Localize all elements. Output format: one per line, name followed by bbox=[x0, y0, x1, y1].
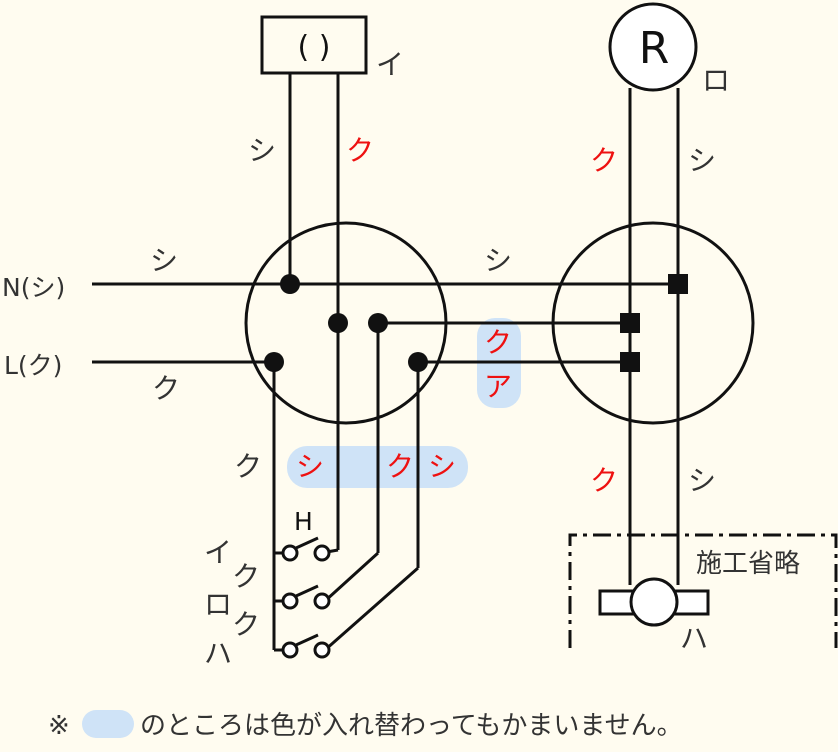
switch-feed-c3-label: シ bbox=[428, 450, 456, 483]
terminal-square bbox=[620, 352, 640, 372]
terminal-square bbox=[620, 313, 640, 333]
connection-dots bbox=[264, 274, 428, 372]
connection-dot bbox=[368, 313, 388, 333]
neutral-wire-label: シ bbox=[150, 244, 178, 277]
lower-wire-left-label: ク bbox=[590, 464, 618, 497]
switch-row3-label: ハ bbox=[204, 637, 232, 670]
switch-row2-wire-label: ク bbox=[232, 560, 260, 593]
line-wire-label: ク bbox=[152, 372, 180, 405]
switch-contact bbox=[281, 544, 299, 562]
fixture-box-label: ( ) bbox=[298, 30, 331, 65]
fixture-box bbox=[260, 15, 368, 75]
lamp-wire-right-label: シ bbox=[688, 144, 716, 177]
connection-dot bbox=[264, 352, 284, 372]
fixture-wire-left-label: シ bbox=[248, 134, 276, 167]
connection-dot bbox=[408, 352, 428, 372]
lamp-r-name-label: ロ bbox=[702, 64, 730, 97]
fixture-ha-circle bbox=[629, 577, 679, 627]
link-upper-wire-label: シ bbox=[484, 244, 512, 277]
omitted-boundary bbox=[568, 533, 838, 648]
switch-row3-wire-label: ク bbox=[232, 608, 260, 641]
switch-contact bbox=[313, 641, 331, 659]
neutral-source-label: N(シ) bbox=[2, 273, 65, 302]
switch-row2-label: ロ bbox=[204, 588, 232, 621]
switch-contact bbox=[313, 592, 331, 610]
lamp-wire-left-label: ク bbox=[590, 144, 618, 177]
switch-contact bbox=[313, 544, 331, 562]
switch-blade-1 bbox=[295, 536, 319, 550]
terminal-square bbox=[668, 274, 688, 294]
connection-dot bbox=[280, 274, 300, 294]
switch-feed-c2-label: ク bbox=[386, 450, 414, 483]
lamp-r-circle bbox=[608, 2, 698, 92]
switch-contact bbox=[281, 641, 299, 659]
fixture-name-label: イ bbox=[376, 48, 404, 81]
switch-blade-3 bbox=[295, 633, 319, 647]
note-prefix: ※ bbox=[48, 711, 70, 741]
switch-feed-c1-label: シ bbox=[296, 450, 324, 483]
switch-row1-label: イ bbox=[204, 536, 232, 569]
switch-contacts bbox=[281, 544, 331, 659]
highlight-note-sample bbox=[82, 710, 134, 738]
wires bbox=[92, 73, 680, 652]
omitted-label: 施工省略 bbox=[696, 549, 800, 579]
note-text: のところは色が入れ替わってもかまいません。 bbox=[140, 711, 683, 741]
terminal-squares bbox=[620, 274, 688, 372]
connection-dot bbox=[328, 313, 348, 333]
lower-wire-right-label: シ bbox=[688, 464, 716, 497]
fixture-ha-name-label: ハ bbox=[680, 622, 708, 655]
switch-blade-2 bbox=[295, 584, 319, 598]
line-source-label: L(ク) bbox=[4, 351, 62, 380]
labels: ( ) イ シ ク R ロ ク シ N(シ) L(ク) シ ク シ ク ア ク … bbox=[2, 23, 800, 741]
wire-switch-diag-3 bbox=[324, 566, 419, 652]
switch-feed-left-label: ク bbox=[234, 450, 262, 483]
link-mid-wire-label: ク bbox=[484, 326, 512, 359]
lamp-r-symbol: R bbox=[639, 23, 670, 74]
link-lower-wire-label: ア bbox=[484, 370, 512, 403]
switch-symbol-label: H bbox=[294, 507, 313, 536]
switch-contact bbox=[281, 592, 299, 610]
wire-switch-diag-2 bbox=[323, 551, 380, 603]
fixture-wire-right-label: ク bbox=[346, 134, 374, 167]
